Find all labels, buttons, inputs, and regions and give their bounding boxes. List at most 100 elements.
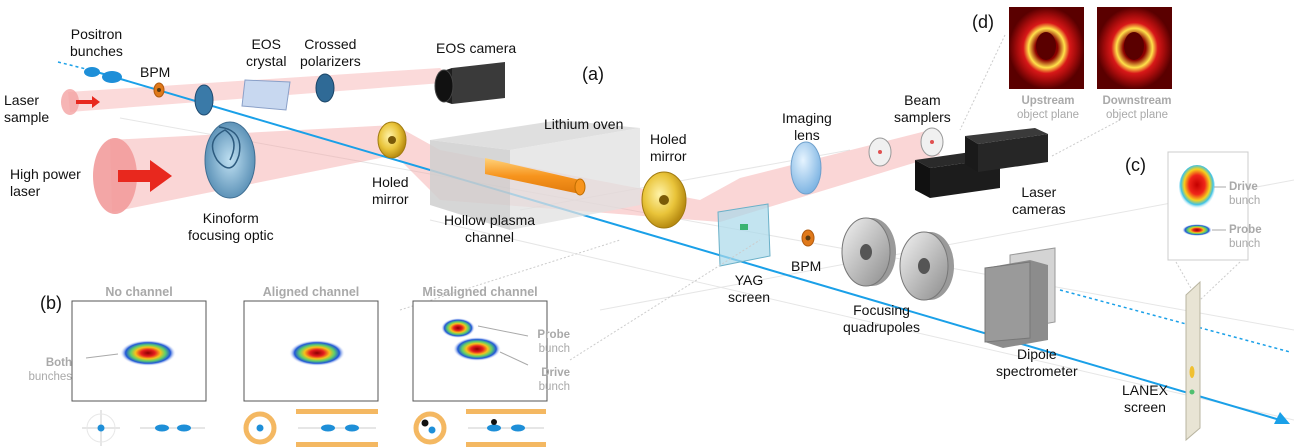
positron-bunch-1 <box>84 67 100 77</box>
upstream-ring-core <box>1036 32 1056 60</box>
caption-c-probe: Probe bunch <box>1229 223 1262 251</box>
laser-camera-2-side <box>978 134 1048 172</box>
caption-b-drive: Drive bunch <box>530 366 570 394</box>
lanex-screen <box>1185 280 1201 442</box>
laser-camera-2 <box>965 136 978 172</box>
caption-c-drive-bold: Drive <box>1229 181 1258 193</box>
label-hollow-plasma-channel: Hollow plasma channel <box>444 212 536 245</box>
label-positron-bunches: Positron bunches <box>70 26 123 59</box>
caption-downstream-bold: Downstream <box>1102 95 1172 107</box>
caption-c-probe-rest: bunch <box>1229 238 1261 250</box>
lithium-oven-top <box>430 120 640 150</box>
label-bpm-top: BPM <box>140 64 171 80</box>
panel-label-a: (a) <box>582 64 604 84</box>
label-yag-screen: YAG screen <box>728 272 771 305</box>
yag-screen-spot <box>740 224 748 230</box>
label-holed-mirror-1: Holed mirror <box>372 174 409 207</box>
eos-camera-body <box>452 62 505 104</box>
high-power-laser-source <box>93 138 137 214</box>
label-dipole-spectrometer: Dipole spectrometer <box>996 346 1078 379</box>
label-holed-mirror-2: Holed mirror <box>650 131 687 164</box>
label-imaging-lens: Imaging lens <box>782 110 832 143</box>
label-eos-camera: EOS camera <box>436 40 517 56</box>
beam-deflected-dotted <box>1059 289 1291 353</box>
laser-camera-2-top <box>965 128 1048 144</box>
eos-camera-lens <box>434 69 454 103</box>
laser-camera-1 <box>915 160 930 198</box>
caption-b-probe-rest: bunch <box>538 343 570 355</box>
dipole-front-face <box>984 261 1031 343</box>
title-aligned-channel: Aligned channel <box>262 285 360 299</box>
panel-label-c: (c) <box>1125 155 1146 175</box>
label-laser-cameras: Laser cameras <box>1012 184 1066 217</box>
lanex-spot-probe <box>1189 389 1195 395</box>
caption-c-drive: Drive bunch <box>1229 180 1260 208</box>
label-lanex-screen: LANEX screen <box>1122 382 1168 415</box>
kinoform-spiral <box>211 126 241 169</box>
plot-drive-pointer <box>499 351 529 366</box>
title-no-channel: No channel <box>105 285 173 299</box>
beam-arrowhead <box>1274 412 1290 424</box>
label-crossed-polarizers: Crossed polarizers <box>300 36 361 69</box>
caption-b-drive-rest: bunch <box>538 381 570 393</box>
beam-line <box>89 69 1281 421</box>
laser-sample-arrow <box>76 96 100 108</box>
caption-b-drive-bold: Drive <box>541 367 570 379</box>
panel-label-d: (d) <box>972 12 994 32</box>
bpm-top-hole <box>157 88 161 92</box>
laser-sample-source <box>61 89 79 115</box>
plot-misaligned-probe-blob <box>441 318 475 338</box>
label-lithium-oven: Lithium oven <box>544 116 624 132</box>
quadrupole-1-hole <box>860 244 872 260</box>
imaging-lens <box>790 141 822 195</box>
label-eos-crystal: EOS crystal <box>246 36 287 69</box>
caption-upstream-bold: Upstream <box>1021 95 1075 107</box>
crossed-polarizer <box>315 73 335 103</box>
beam-sampler-2-dot <box>930 140 934 144</box>
callout-lines <box>399 34 1241 361</box>
bpm-bottom-hole <box>805 235 811 241</box>
yag-screen <box>717 203 771 267</box>
caption-c-drive-rest: bunch <box>1229 195 1261 207</box>
plasma-channel <box>485 158 580 194</box>
caption-b-probe: Probe bunch <box>530 328 570 356</box>
label-laser-sample: Laser sample <box>4 92 50 125</box>
schematic-row <box>82 409 546 447</box>
lanex-spot-drive <box>1189 366 1195 378</box>
caption-b-both-bold: Both <box>45 357 72 369</box>
caption-downstream: Downstream object plane <box>1097 94 1177 122</box>
small-lens-top <box>194 84 214 116</box>
panel-label-b: (b) <box>40 293 62 313</box>
label-focusing-quadrupoles: Focusing quadrupoles <box>843 302 921 335</box>
high-power-laser-arrow <box>118 160 172 192</box>
label-beam-samplers: Beam samplers <box>894 92 951 125</box>
plot-both-pointer <box>85 353 119 359</box>
label-bpm-bottom: BPM <box>791 258 822 274</box>
holed-mirror-2-hole <box>659 195 669 205</box>
panel-c-drive-bunch <box>1179 165 1215 209</box>
positron-bunch-2 <box>102 71 122 83</box>
caption-downstream-rest: object plane <box>1105 109 1169 121</box>
beam-line-dotted <box>57 61 91 71</box>
caption-upstream: Upstream object plane <box>1017 94 1079 122</box>
plot-probe-pointer <box>477 325 529 337</box>
caption-c-probe-bold: Probe <box>1229 224 1262 236</box>
caption-b-probe-bold: Probe <box>537 329 570 341</box>
plot-aligned-channel-blob <box>289 340 345 366</box>
caption-upstream-rest: object plane <box>1017 109 1080 121</box>
plasma-channel-end <box>574 178 586 196</box>
label-kinoform: Kinoform focusing optic <box>188 210 274 243</box>
plot-no-channel-blob <box>120 340 176 366</box>
beam-sampler-1-dot <box>878 150 882 154</box>
plot-misaligned-drive-blob <box>453 337 501 361</box>
holed-mirror-1-hole <box>388 136 396 144</box>
label-high-power-laser: High power laser <box>10 166 81 199</box>
caption-b-both-rest: bunches <box>28 371 72 383</box>
eos-crystal <box>241 79 291 111</box>
panel-c-probe-bunch <box>1182 224 1212 236</box>
caption-b-both: Both bunches <box>22 356 72 384</box>
title-misaligned-channel: Misaligned channel <box>422 285 538 299</box>
downstream-ring-core <box>1124 32 1144 60</box>
quadrupole-2-hole <box>918 258 930 274</box>
